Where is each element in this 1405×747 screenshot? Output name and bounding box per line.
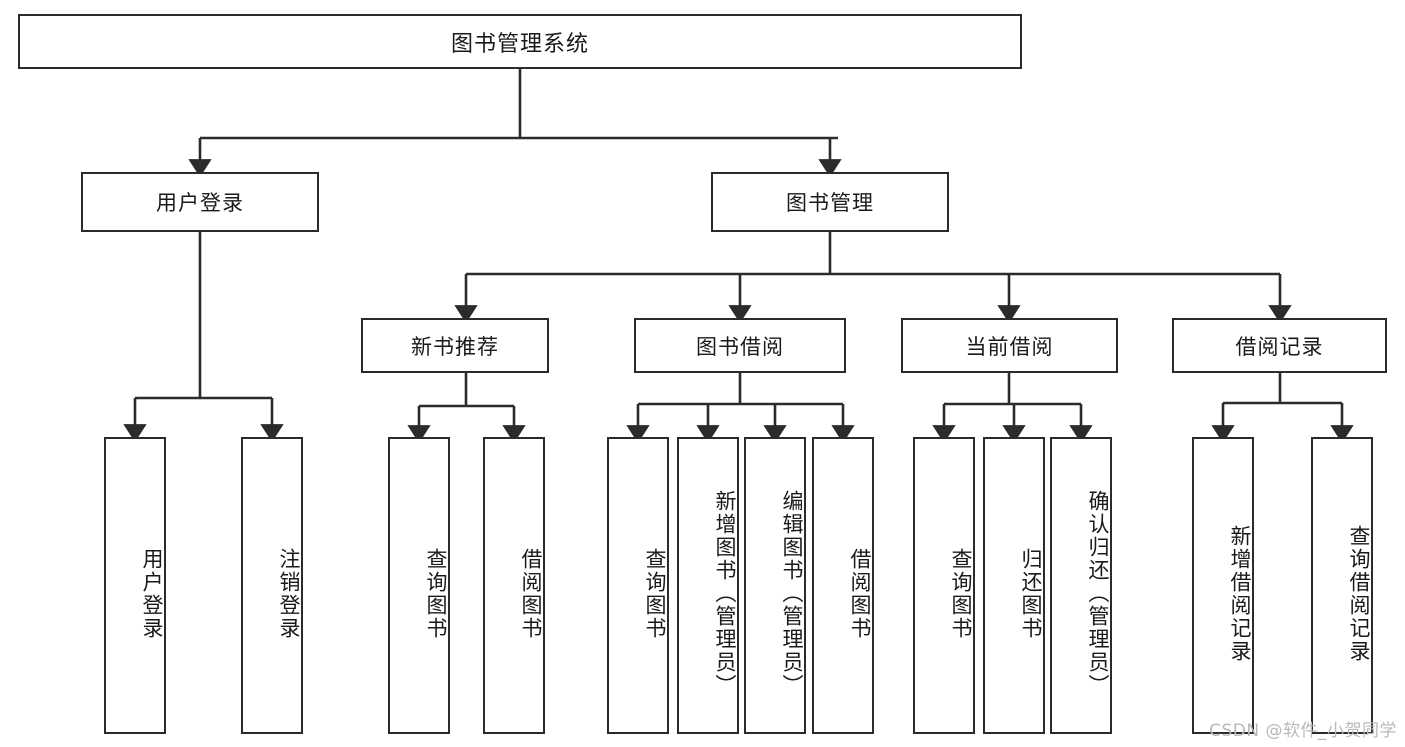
leaf-edit-book-admin[interactable]: 编辑图书（管理员）: [744, 437, 806, 734]
leaf-query-book-recommend[interactable]: 查询图书: [388, 437, 450, 734]
node-borrow-record[interactable]: 借阅记录: [1172, 318, 1387, 373]
leaf-query-book-current-label: 查询图书: [949, 547, 973, 640]
node-book-management-label: 图书管理: [786, 191, 874, 215]
node-borrow-record-label: 借阅记录: [1235, 334, 1324, 359]
leaf-add-book-admin-label: 新增图书（管理员）: [713, 490, 737, 697]
node-user-login-label: 用户登录: [156, 191, 244, 215]
leaf-borrow-book-label: 借阅图书: [848, 547, 872, 640]
leaf-query-book-recommend-label: 查询图书: [424, 547, 448, 640]
node-book-management[interactable]: 图书管理: [711, 172, 949, 232]
node-current-borrow-label: 当前借阅: [965, 334, 1054, 359]
node-book-borrow-label: 图书借阅: [696, 334, 784, 359]
leaf-query-book-borrow[interactable]: 查询图书: [607, 437, 669, 734]
node-current-borrow[interactable]: 当前借阅: [901, 318, 1118, 373]
leaf-confirm-return-admin-label: 确认归还（管理员）: [1086, 490, 1110, 697]
node-book-borrow[interactable]: 图书借阅: [634, 318, 846, 373]
leaf-borrow-book-recommend-label: 借阅图书: [519, 547, 543, 640]
leaf-confirm-return-admin[interactable]: 确认归还（管理员）: [1050, 437, 1112, 734]
leaf-query-borrow-record[interactable]: 查询借阅记录: [1311, 437, 1373, 734]
leaf-add-book-admin[interactable]: 新增图书（管理员）: [677, 437, 739, 734]
csdn-watermark: CSDN @软件_小贺同学: [1209, 721, 1397, 741]
node-user-login[interactable]: 用户登录: [81, 172, 319, 232]
leaf-user-login-label: 用户登录: [140, 547, 164, 640]
leaf-add-borrow-record-label: 新增借阅记录: [1228, 524, 1252, 663]
leaf-query-borrow-record-label: 查询借阅记录: [1347, 524, 1371, 663]
leaf-logout[interactable]: 注销登录: [241, 437, 303, 734]
leaf-edit-book-admin-label: 编辑图书（管理员）: [780, 490, 804, 697]
node-root[interactable]: 图书管理系统: [18, 14, 1022, 69]
leaf-return-book[interactable]: 归还图书: [983, 437, 1045, 734]
leaf-borrow-book-recommend[interactable]: 借阅图书: [483, 437, 545, 734]
leaf-query-book-borrow-label: 查询图书: [643, 547, 667, 640]
leaf-user-login[interactable]: 用户登录: [104, 437, 166, 734]
leaf-return-book-label: 归还图书: [1019, 547, 1043, 640]
leaf-query-book-current[interactable]: 查询图书: [913, 437, 975, 734]
node-new-book-recommend-label: 新书推荐: [411, 334, 499, 359]
node-root-label: 图书管理系统: [450, 31, 589, 57]
node-new-book-recommend[interactable]: 新书推荐: [361, 318, 549, 373]
leaf-logout-label: 注销登录: [277, 547, 301, 640]
leaf-borrow-book[interactable]: 借阅图书: [812, 437, 874, 734]
leaf-add-borrow-record[interactable]: 新增借阅记录: [1192, 437, 1254, 734]
